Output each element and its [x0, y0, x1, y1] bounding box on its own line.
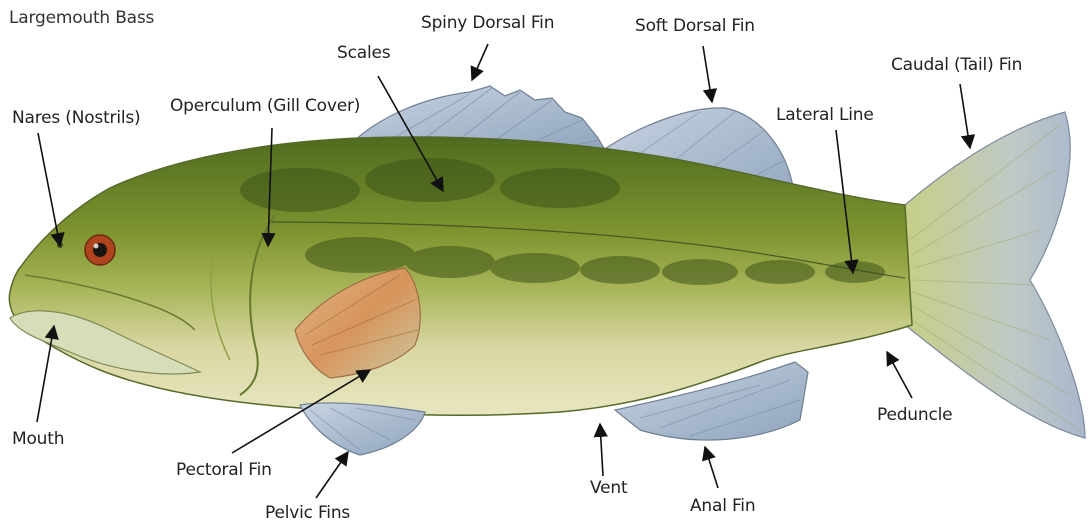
soft-dorsal-arrow — [703, 46, 712, 102]
caudal-fin-shape — [905, 112, 1085, 438]
anal-arrow — [705, 447, 718, 488]
label-caudal-fin: Caudal (Tail) Fin — [891, 55, 1022, 75]
label-peduncle: Peduncle — [877, 405, 952, 425]
label-spiny-dorsal-fin: Spiny Dorsal Fin — [421, 13, 554, 33]
diagram-title: Largemouth Bass — [9, 8, 154, 28]
eye-highlight — [94, 244, 99, 249]
pelvic-fin-shape — [300, 403, 425, 455]
label-lateral-line: Lateral Line — [776, 105, 874, 125]
label-scales: Scales — [337, 43, 390, 63]
vent-arrow — [600, 424, 603, 476]
label-pectoral-fin: Pectoral Fin — [176, 460, 272, 480]
pelvic-arrow — [316, 452, 348, 498]
spiny-dorsal-arrow — [472, 44, 488, 80]
label-nares: Nares (Nostrils) — [12, 108, 140, 128]
label-vent: Vent — [590, 478, 627, 498]
label-mouth: Mouth — [12, 429, 64, 449]
label-soft-dorsal-fin: Soft Dorsal Fin — [635, 16, 755, 36]
caudal-arrow — [960, 84, 970, 148]
label-pelvic-fins: Pelvic Fins — [265, 503, 350, 523]
label-anal-fin: Anal Fin — [690, 496, 755, 516]
label-operculum: Operculum (Gill Cover) — [170, 96, 360, 116]
nares-arrow — [38, 133, 60, 246]
peduncle-arrow — [887, 352, 912, 398]
